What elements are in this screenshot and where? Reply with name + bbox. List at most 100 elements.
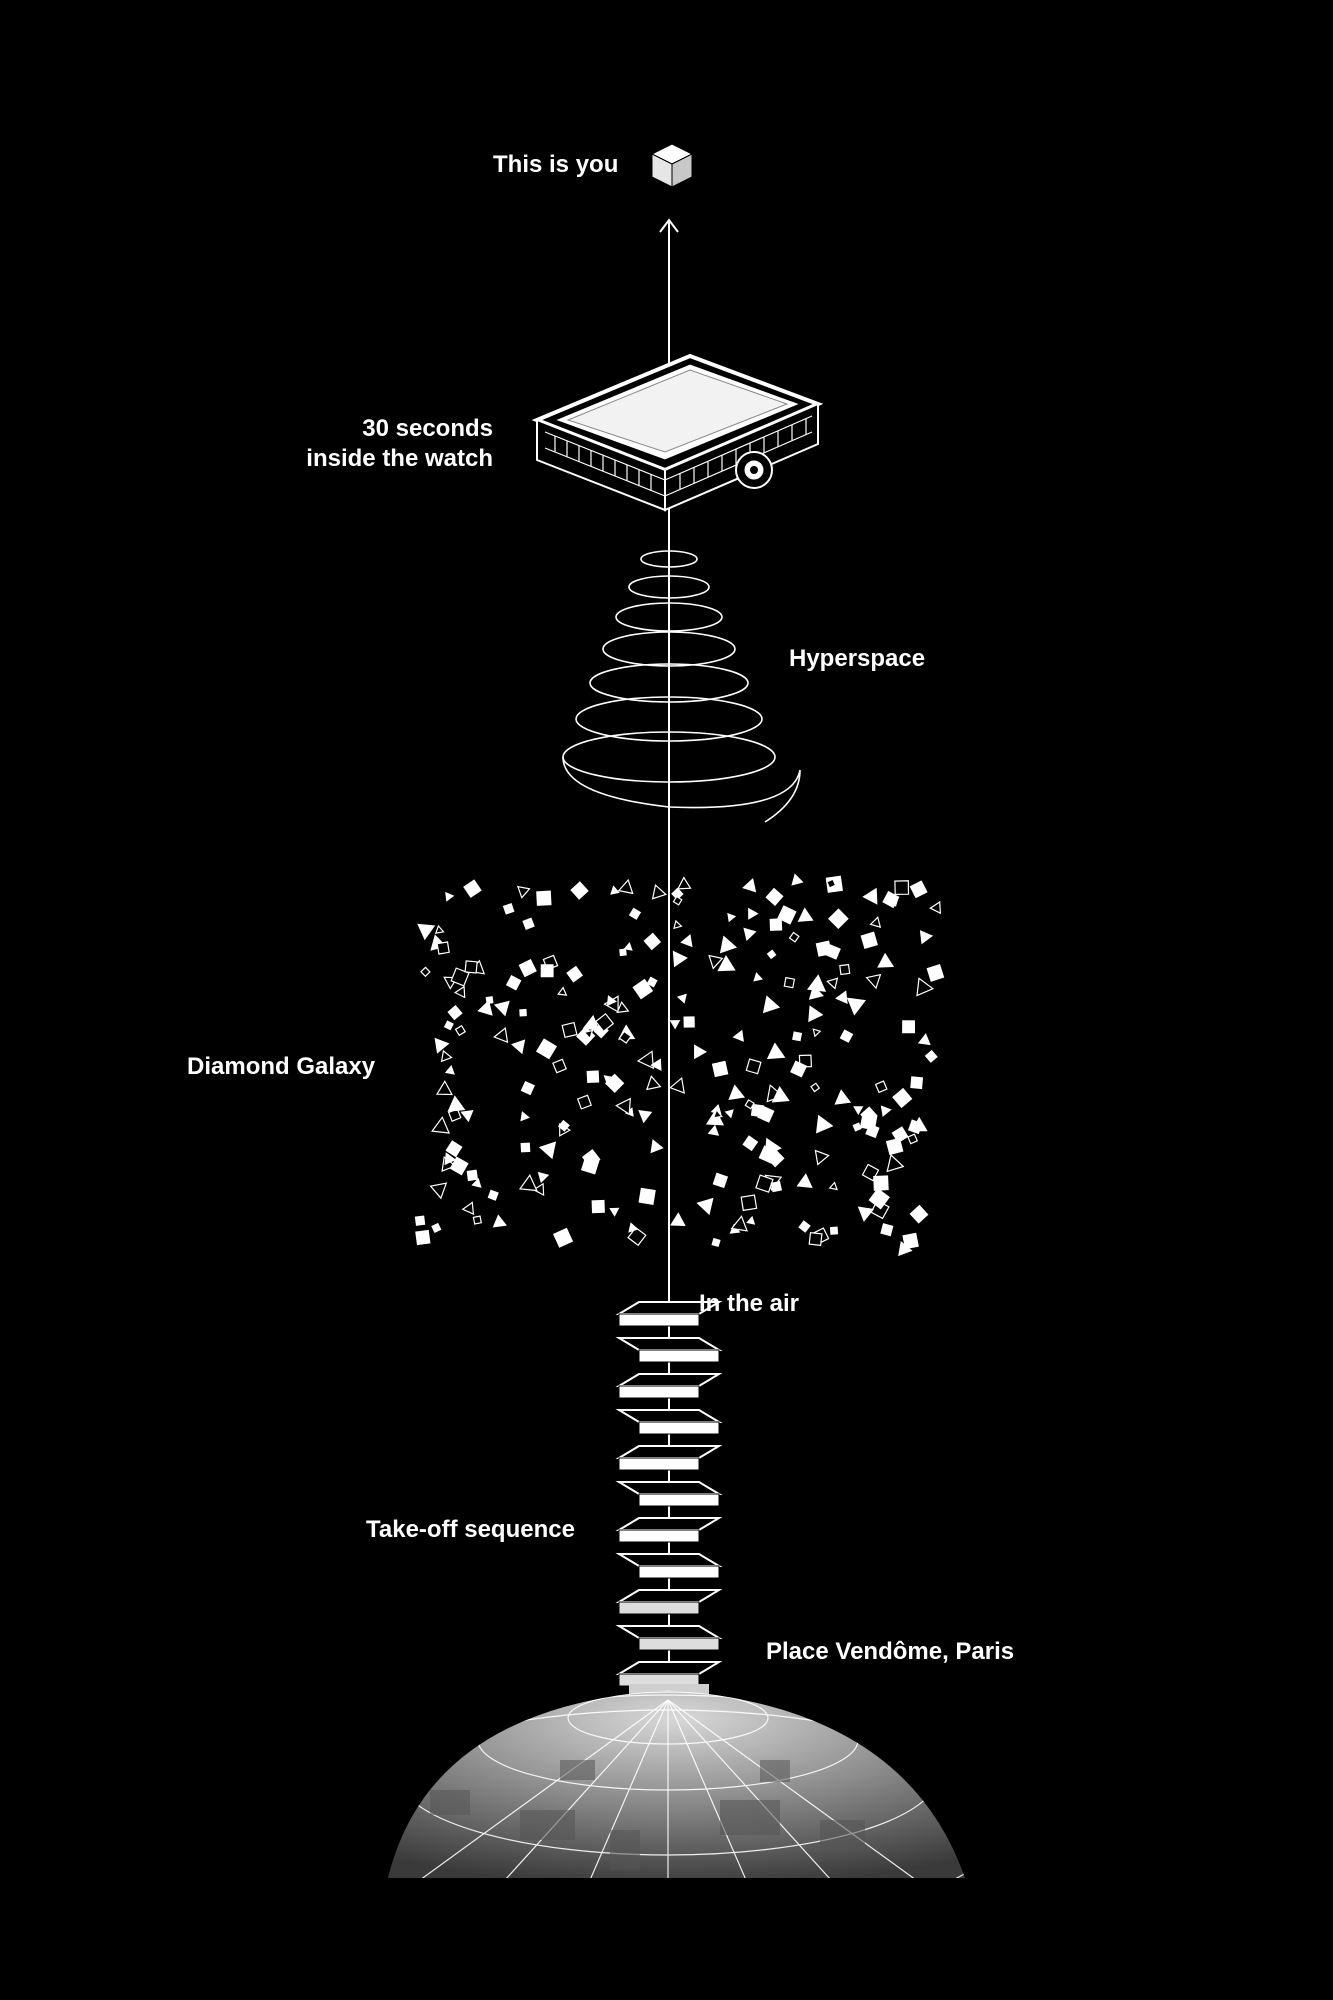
- diamond-icon: [594, 1012, 615, 1033]
- diamond-icon: [886, 1153, 905, 1173]
- diamond-icon: [453, 985, 466, 999]
- diamond-icon: [520, 1111, 530, 1122]
- diamond-icon: [885, 1137, 904, 1156]
- diamond-icon: [636, 1050, 654, 1070]
- diamond-icon: [557, 986, 568, 996]
- diamond-icon: [464, 960, 478, 974]
- ring-band: [618, 1457, 700, 1471]
- label-hyperspace: Hyperspace: [789, 645, 926, 672]
- ring-top: [615, 1589, 723, 1603]
- diamond-icon: [712, 1108, 723, 1119]
- diamond-icon: [839, 963, 851, 976]
- watch-icon: [531, 353, 824, 512]
- diamond-icon: [755, 1174, 774, 1193]
- diamond-icon: [873, 1175, 889, 1191]
- diamond-icon: [719, 935, 738, 954]
- diamond-icon: [724, 1109, 734, 1119]
- diamond-icon: [518, 1174, 538, 1192]
- label-watch-line2: inside the watch: [306, 445, 493, 472]
- diamond-icon: [540, 964, 554, 978]
- diamond-icon: [740, 1194, 758, 1212]
- diamond-icon: [825, 944, 841, 960]
- diamond-icon: [669, 1020, 681, 1030]
- diamond-icon: [792, 1031, 803, 1042]
- diamond-icon: [917, 1033, 931, 1046]
- diamond-icon: [445, 1140, 463, 1158]
- diamond-icon: [880, 1105, 892, 1117]
- diamond-icon: [728, 1084, 746, 1100]
- diamond-icon: [712, 1172, 729, 1189]
- diamond-icon: [518, 958, 537, 978]
- diamond-icon: [670, 1212, 686, 1227]
- diamond-icon: [680, 934, 693, 948]
- diamond-icon: [826, 977, 839, 990]
- diamond-icon: [586, 1070, 600, 1084]
- diamond-icon: [511, 1039, 526, 1055]
- diamond-icon: [769, 918, 783, 931]
- label-galaxy: Diamond Galaxy: [187, 1053, 376, 1080]
- diamond-icon: [561, 1021, 578, 1039]
- diamond-icon: [553, 1227, 574, 1248]
- diamond-icon: [846, 997, 867, 1016]
- diamond-icon: [672, 895, 683, 906]
- diamond-icon: [859, 1112, 878, 1131]
- diamond-icon: [619, 948, 627, 957]
- diamond-icon: [615, 1097, 631, 1116]
- diamond-icon: [576, 1026, 596, 1046]
- ring-top: [615, 1481, 723, 1495]
- diamond-icon: [471, 1177, 482, 1188]
- diamond-icon: [748, 907, 759, 920]
- label-place: Place Vendôme, Paris: [766, 1638, 1015, 1665]
- diamond-icon: [485, 996, 494, 1004]
- arrow-up-icon: [659, 218, 679, 233]
- diamond-icon: [750, 1103, 765, 1118]
- diamond-icon: [693, 1044, 708, 1060]
- diamond-icon: [853, 1106, 864, 1115]
- diamond-icon: [742, 877, 757, 893]
- spiral-icon: [562, 550, 801, 823]
- diamond-icon: [444, 1065, 455, 1075]
- diamond-icon: [882, 890, 900, 909]
- diamond-icon: [727, 912, 737, 923]
- diamond-icon: [902, 1232, 919, 1250]
- diamond-icon: [646, 976, 658, 988]
- diamond-icon: [828, 1181, 838, 1191]
- ring-top: [615, 1661, 723, 1675]
- diamond-icon: [638, 1109, 653, 1124]
- diamond-icon: [707, 1124, 720, 1136]
- diamond-icon: [440, 1049, 453, 1063]
- diamond-icon: [645, 1075, 662, 1091]
- diamond-icon: [717, 955, 736, 972]
- ring-band: [638, 1565, 720, 1579]
- diamond-icon: [926, 964, 945, 982]
- diamond-icon: [777, 905, 797, 925]
- diamond-icon: [505, 974, 522, 991]
- diamond-icon: [420, 966, 431, 978]
- diamond-icon: [730, 1215, 749, 1232]
- ring-band: [618, 1529, 700, 1543]
- diamond-icon: [580, 1155, 600, 1175]
- diamond-icon: [796, 1173, 813, 1189]
- diamond-icon: [434, 924, 445, 934]
- ring-band: [638, 1637, 720, 1651]
- diamond-icon: [493, 1026, 509, 1044]
- ring-top: [615, 1517, 723, 1531]
- diamond-icon: [638, 1187, 656, 1205]
- diamond-icon: [672, 950, 688, 968]
- diamond-icon: [463, 879, 482, 898]
- globe-icon: [388, 1690, 965, 1878]
- diamond-icon: [812, 1028, 822, 1038]
- diamond-icon: [814, 1149, 830, 1166]
- ring-top: [615, 1625, 723, 1639]
- diamond-icon: [762, 995, 781, 1014]
- diamond-icon: [808, 1232, 823, 1247]
- diamond-icon: [742, 1135, 759, 1152]
- ring-band: [638, 1349, 720, 1363]
- diamond-icon: [435, 1080, 454, 1096]
- diamond-icon: [570, 881, 589, 900]
- diamond-icon: [909, 880, 928, 899]
- label-air: In the air: [699, 1290, 800, 1317]
- ring-band: [638, 1421, 720, 1435]
- diamond-icon: [519, 1008, 527, 1017]
- diamond-icon: [744, 1099, 755, 1110]
